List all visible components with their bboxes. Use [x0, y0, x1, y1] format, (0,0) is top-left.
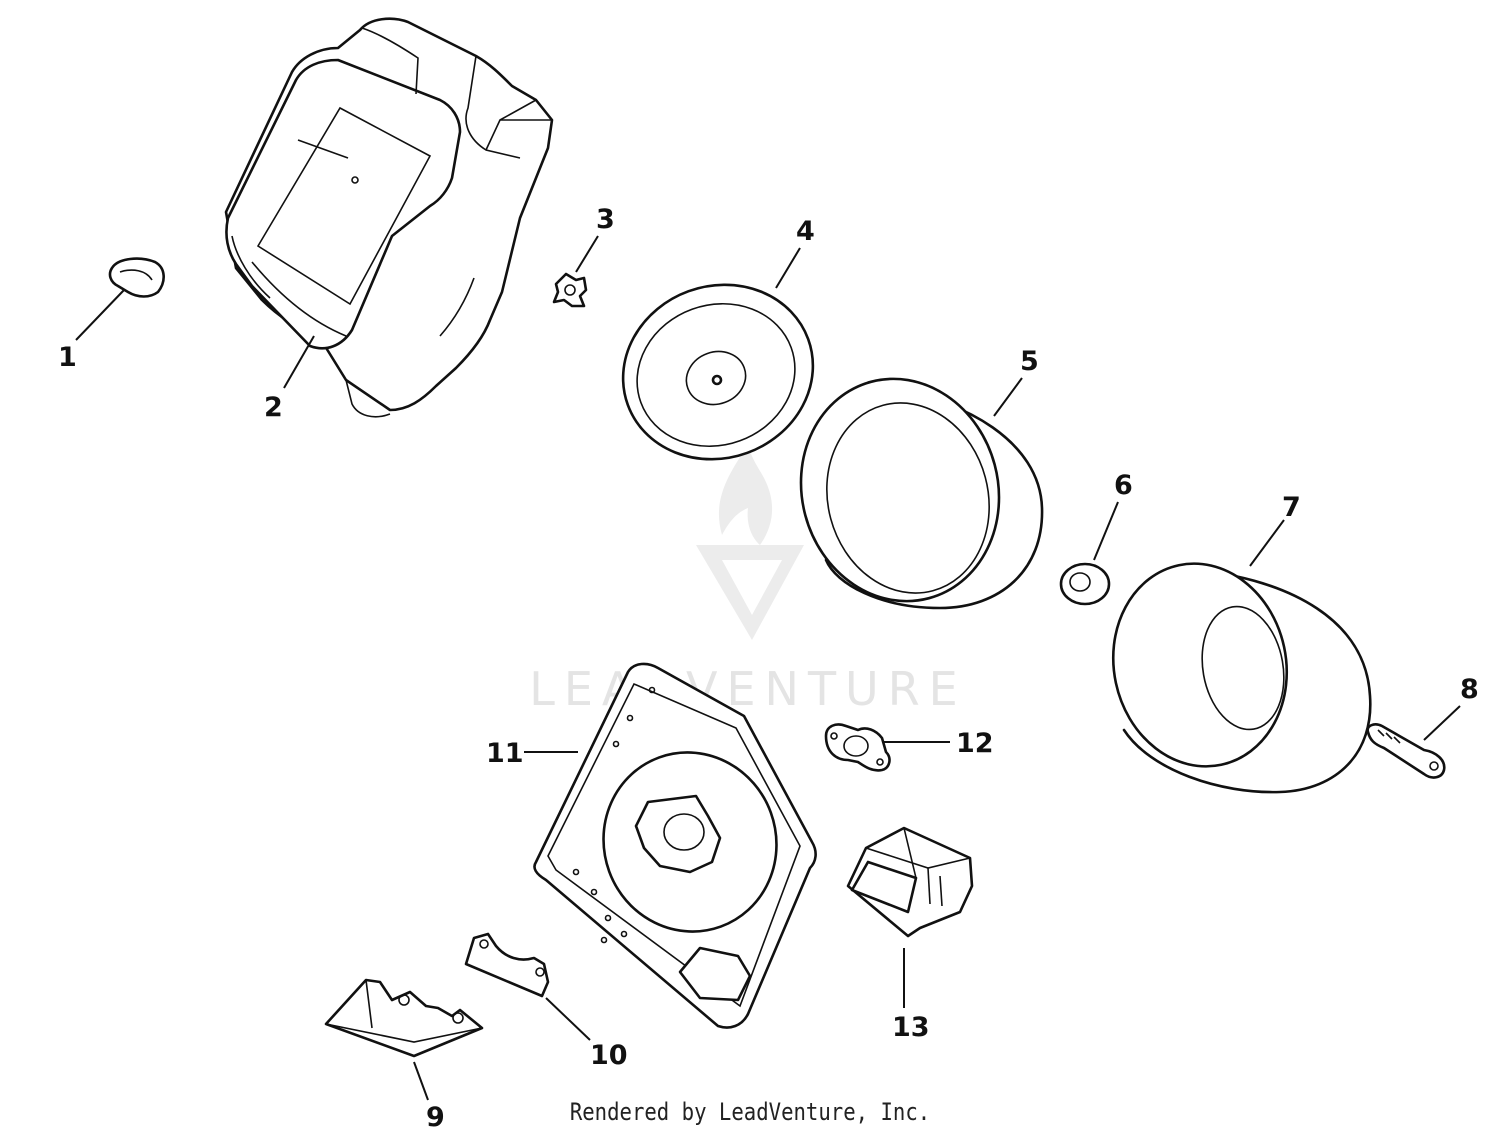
watermark-text: LEADVENTURE [529, 662, 967, 716]
callout-labels: 1 2 3 4 5 6 7 8 9 10 11 12 13 [58, 204, 1479, 1133]
part-11-base [533, 662, 817, 1029]
footer-credit: Rendered by LeadVenture, Inc. [569, 1098, 931, 1126]
callout-1: 1 [58, 342, 77, 373]
callout-13: 13 [892, 1012, 930, 1043]
part-12-gasket [824, 723, 891, 772]
watermark-v-icon [696, 545, 804, 640]
callout-10: 10 [590, 1040, 628, 1071]
callout-7: 7 [1282, 492, 1301, 523]
part-3-wing-nut [552, 272, 588, 308]
callout-8: 8 [1460, 674, 1479, 705]
part-1-clip [108, 257, 165, 298]
callout-6: 6 [1114, 470, 1133, 501]
part-13-adapter [846, 826, 974, 938]
part-7-filter-element [1111, 562, 1372, 794]
part-10-gasket [464, 932, 550, 998]
part-4-element-cover [621, 283, 815, 461]
part-6-grommet [1059, 562, 1111, 606]
part-5-precleaner [799, 377, 1044, 610]
callout-4: 4 [796, 216, 815, 247]
part-9-bracket [324, 978, 484, 1058]
callout-2: 2 [264, 392, 283, 423]
callout-3: 3 [596, 204, 615, 235]
callout-5: 5 [1020, 346, 1039, 377]
watermark: LEADVENTURE [529, 445, 967, 716]
callout-11: 11 [486, 738, 524, 769]
part-8-stud [1366, 723, 1446, 779]
callout-12: 12 [956, 728, 994, 759]
leader-lines [75, 235, 1461, 1101]
watermark-flame-icon [718, 445, 773, 545]
callout-9: 9 [426, 1102, 445, 1133]
part-2-air-cleaner-cover [224, 17, 554, 418]
